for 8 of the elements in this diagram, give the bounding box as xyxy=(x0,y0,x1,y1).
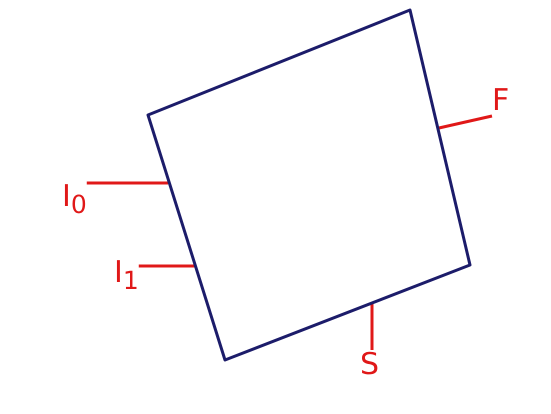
pin-line xyxy=(86,182,168,184)
pin-line xyxy=(438,114,492,130)
pin-label: S xyxy=(360,350,380,380)
pin-line xyxy=(138,264,195,268)
pin-line xyxy=(370,304,374,350)
pin-label: I$_{0}$ xyxy=(62,182,87,217)
pin-label: I$_{1}$ xyxy=(114,258,139,293)
pin-label: F xyxy=(492,86,510,116)
